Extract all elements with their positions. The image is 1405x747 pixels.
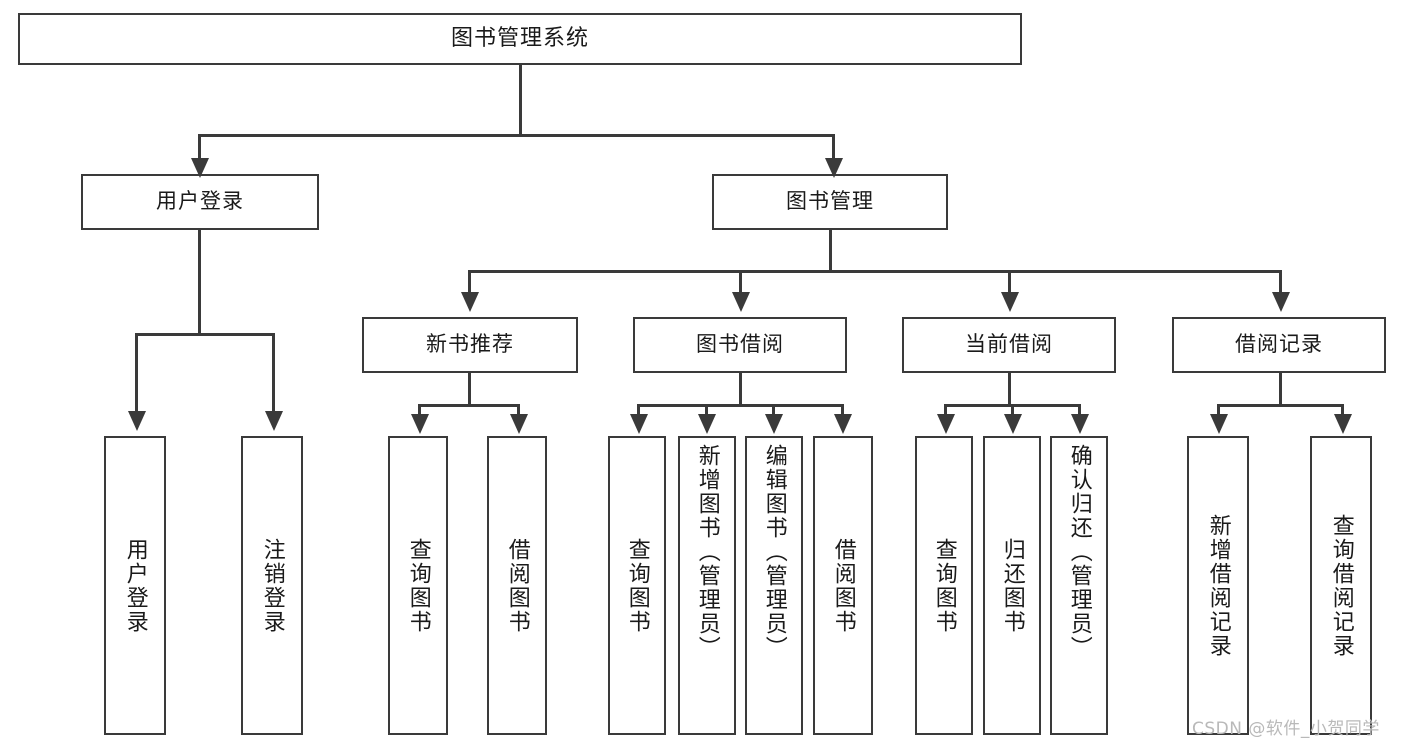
connector-borrow-drop-2-arrowhead [764, 414, 783, 434]
node-leaf-10-label: 确认归还（管理员） [1066, 444, 1092, 660]
node-leaf-8[interactable]: 查询图书 [915, 436, 973, 735]
node-leaf-9[interactable]: 归还图书 [983, 436, 1041, 735]
connector-log-drop-0-arrowhead [1209, 414, 1228, 434]
connector-current-drop-1-arrowhead [1003, 414, 1022, 434]
connector-login-bar [135, 333, 272, 336]
connector-login-drop-0-arrowhead [127, 411, 146, 431]
node-leaf-2-label: 查询图书 [405, 537, 431, 634]
node-level2-2-label: 当前借阅 [965, 332, 1053, 357]
connector-book-drop-0-arrowhead [460, 292, 479, 312]
connector-book-drop-2-arrowhead [1000, 292, 1019, 312]
connector-log-stem [1279, 373, 1282, 406]
connector-borrow-drop-0-arrowhead [629, 414, 648, 434]
node-leaf-11[interactable]: 新增借阅记录 [1187, 436, 1249, 735]
connector-book-drop-1-stem [739, 270, 742, 292]
node-leaf-4[interactable]: 查询图书 [608, 436, 666, 735]
connector-current-drop-1-stem [1011, 404, 1014, 414]
connector-book-drop-2-stem [1008, 270, 1011, 292]
node-leaf-4-label: 查询图书 [624, 537, 650, 634]
connector-root-bar [198, 134, 834, 137]
node-level2-0-label: 新书推荐 [426, 332, 514, 357]
connector-newbooks-drop-0-stem [418, 404, 421, 414]
node-level2-2[interactable]: 当前借阅 [902, 317, 1116, 373]
node-level2-0[interactable]: 新书推荐 [362, 317, 578, 373]
connector-newbooks-drop-1-arrowhead [509, 414, 528, 434]
connector-borrow-drop-1-stem [705, 404, 708, 414]
connector-root-stem [519, 65, 522, 136]
node-level1-1[interactable]: 图书管理 [712, 174, 948, 230]
connector-borrow-stem [739, 373, 742, 406]
node-leaf-7[interactable]: 借阅图书 [813, 436, 873, 735]
connector-borrow-drop-3-arrowhead [833, 414, 852, 434]
connector-log-bar [1217, 404, 1341, 407]
connector-newbooks-drop-1-stem [517, 404, 520, 414]
connector-current-drop-0-stem [944, 404, 947, 414]
connector-log-drop-1-arrowhead [1333, 414, 1352, 434]
node-leaf-8-label: 查询图书 [931, 537, 957, 634]
watermark: CSDN @软件_小贺同学 [1192, 719, 1380, 739]
connector-borrow-drop-2-stem [772, 404, 775, 414]
node-leaf-1[interactable]: 注销登录 [241, 436, 303, 735]
node-leaf-7-label: 借阅图书 [830, 537, 856, 634]
node-leaf-3-label: 借阅图书 [504, 537, 530, 634]
node-level2-1-label: 图书借阅 [696, 332, 784, 357]
connector-book-drop-1-arrowhead [731, 292, 750, 312]
connector-borrow-bar [637, 404, 841, 407]
connector-book-stem [829, 230, 832, 272]
node-leaf-12[interactable]: 查询借阅记录 [1310, 436, 1372, 735]
node-root-label: 图书管理系统 [450, 25, 589, 51]
connector-book-drop-0-stem [468, 270, 471, 292]
connector-log-drop-1-stem [1341, 404, 1344, 414]
connector-borrow-drop-1-arrowhead [697, 414, 716, 434]
connector-root-drop-1-arrowhead [824, 158, 843, 178]
connector-current-drop-0-arrowhead [936, 414, 955, 434]
connector-current-drop-2-stem [1078, 404, 1081, 414]
connector-current-stem [1008, 373, 1011, 406]
node-leaf-2[interactable]: 查询图书 [388, 436, 448, 735]
connector-log-drop-0-stem [1217, 404, 1220, 414]
node-leaf-0-label: 用户登录 [122, 537, 148, 634]
node-level1-1-label: 图书管理 [786, 189, 874, 214]
node-leaf-1-label: 注销登录 [259, 537, 285, 634]
connector-book-drop-3-stem [1279, 270, 1282, 292]
node-level1-0[interactable]: 用户登录 [81, 174, 319, 230]
node-level2-3[interactable]: 借阅记录 [1172, 317, 1386, 373]
node-level2-3-label: 借阅记录 [1235, 332, 1323, 357]
node-leaf-0[interactable]: 用户登录 [104, 436, 166, 735]
node-level1-0-label: 用户登录 [156, 189, 244, 214]
connector-root-drop-0-arrowhead [190, 158, 209, 178]
connector-login-stem [198, 230, 201, 335]
connector-borrow-drop-0-stem [637, 404, 640, 414]
connector-newbooks-stem [468, 373, 471, 406]
node-leaf-6[interactable]: 编辑图书（管理员） [745, 436, 803, 735]
connector-book-bar [468, 270, 1280, 273]
connector-login-drop-1-stem [272, 333, 275, 411]
connector-newbooks-drop-0-arrowhead [410, 414, 429, 434]
connector-book-drop-3-arrowhead [1271, 292, 1290, 312]
connector-root-drop-0-stem [198, 134, 201, 158]
node-leaf-5[interactable]: 新增图书（管理员） [678, 436, 736, 735]
connector-root-drop-1-stem [832, 134, 835, 158]
node-leaf-11-label: 新增借阅记录 [1205, 513, 1231, 658]
node-leaf-6-label: 编辑图书（管理员） [761, 444, 787, 660]
node-leaf-5-label: 新增图书（管理员） [694, 444, 720, 660]
node-leaf-10[interactable]: 确认归还（管理员） [1050, 436, 1108, 735]
node-level2-1[interactable]: 图书借阅 [633, 317, 847, 373]
node-leaf-12-label: 查询借阅记录 [1328, 513, 1354, 658]
connector-newbooks-bar [418, 404, 517, 407]
connector-login-drop-1-arrowhead [264, 411, 283, 431]
connector-current-drop-2-arrowhead [1070, 414, 1089, 434]
node-leaf-3[interactable]: 借阅图书 [487, 436, 547, 735]
connector-login-drop-0-stem [135, 333, 138, 411]
connector-borrow-drop-3-stem [841, 404, 844, 414]
node-root[interactable]: 图书管理系统 [18, 13, 1022, 65]
node-leaf-9-label: 归还图书 [999, 537, 1025, 634]
